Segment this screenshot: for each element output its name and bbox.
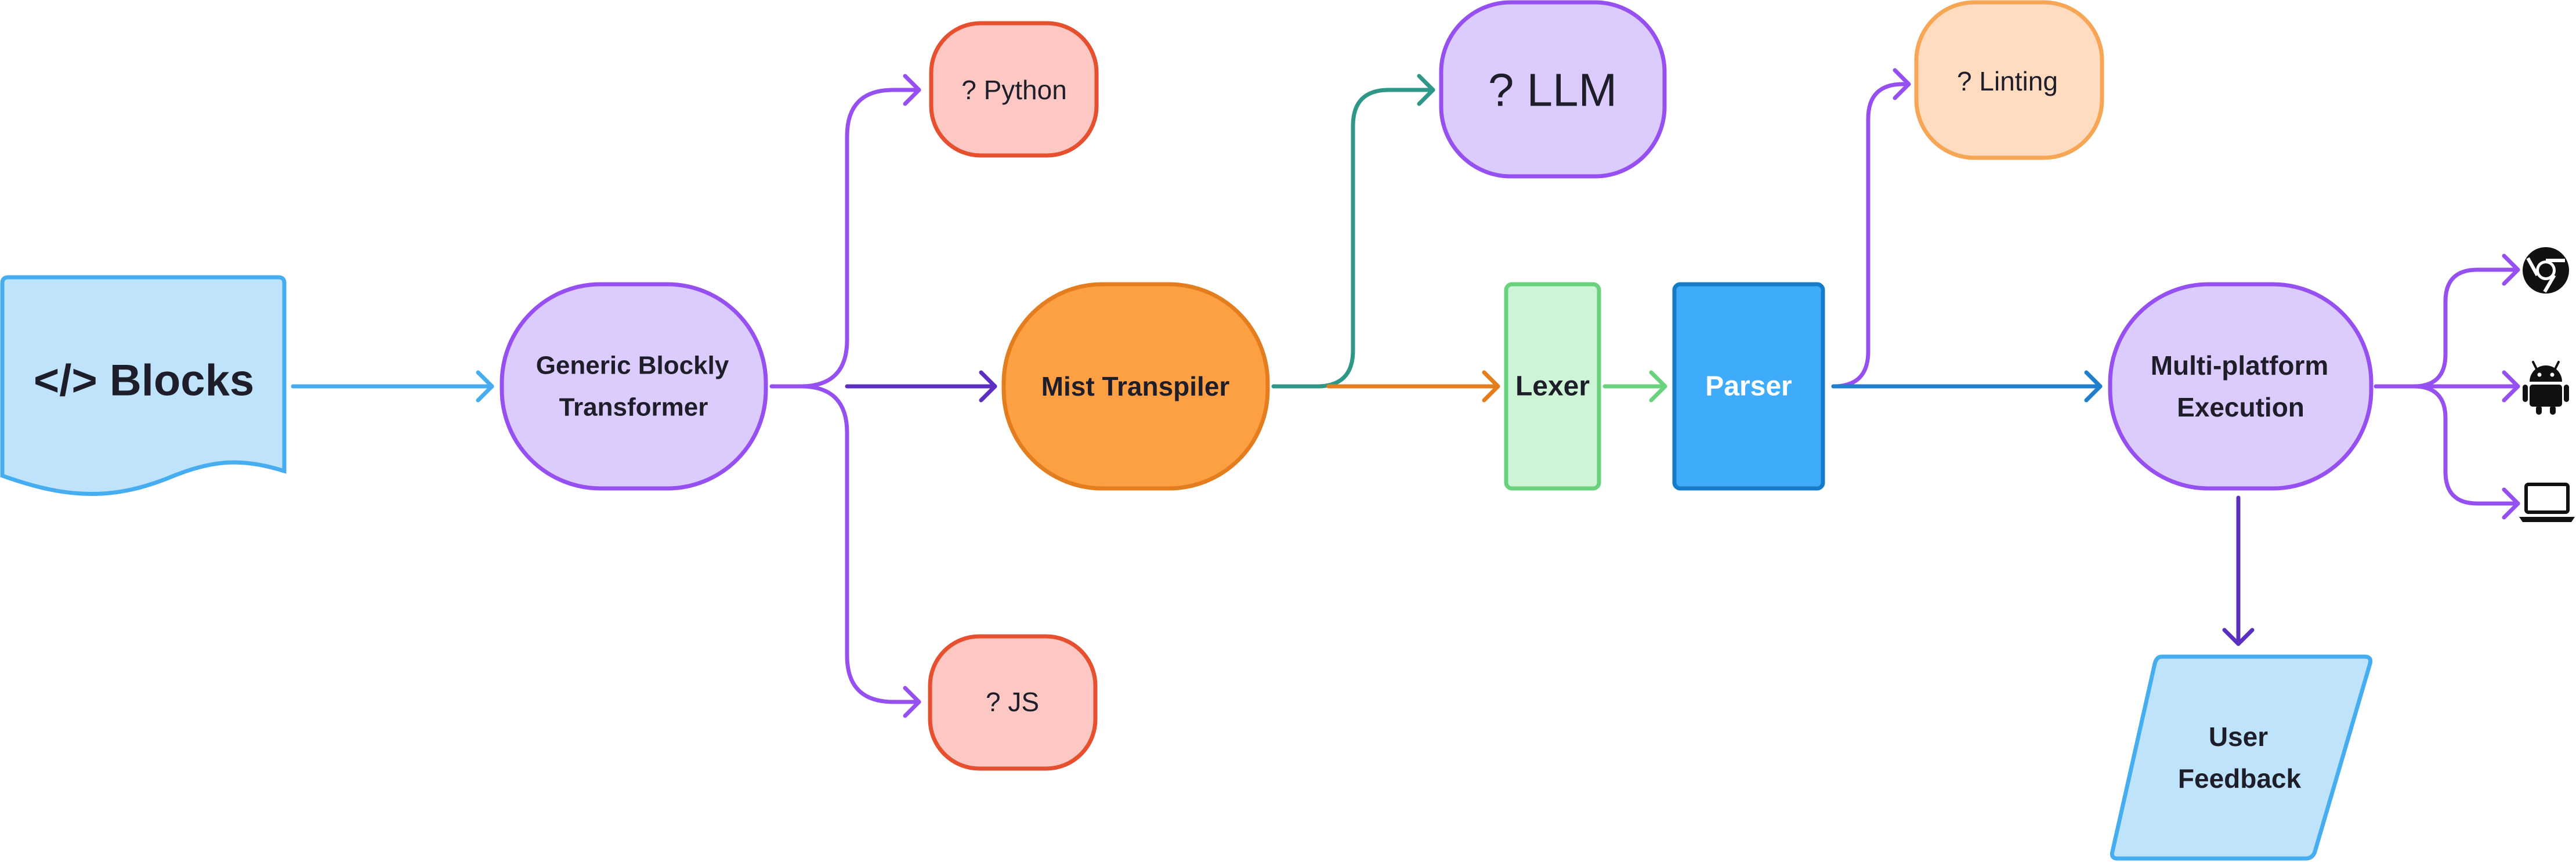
feedback-shape <box>2110 654 2373 861</box>
arrowhead <box>2502 253 2520 286</box>
node-lexer: Lexer <box>1504 282 1601 491</box>
arrow-transformer-to-js <box>798 384 921 704</box>
node-feedback: User Feedback <box>2110 654 2373 861</box>
parser-label: Parser <box>1705 371 1792 402</box>
laptop-icon <box>2519 483 2575 522</box>
node-llm: ? LLM <box>1439 0 1667 179</box>
linting-shape <box>1914 0 2104 160</box>
transformer-label-line2: Transformer <box>559 393 708 422</box>
chrome-icon <box>2523 247 2569 294</box>
llm-label: ? LLM <box>1488 64 1617 116</box>
document-shape <box>0 275 287 496</box>
transpiler-shape <box>1001 282 1270 491</box>
arrowhead <box>476 370 494 403</box>
arrowhead <box>979 370 997 403</box>
arrow-transpiler-to-llm <box>1271 88 1435 389</box>
parser-shape <box>1672 282 1825 491</box>
transpiler-label: Mist Transpiler <box>1041 371 1230 401</box>
feedback-label-line1: User <box>2209 722 2268 752</box>
execution-label-line2: Execution <box>2177 392 2304 422</box>
arrow-parser-to-linting <box>1831 82 1911 389</box>
python-shape <box>929 21 1099 158</box>
blocks-label: </> Blocks <box>34 356 254 405</box>
node-js: ? JS <box>928 634 1098 771</box>
connectors <box>291 68 2520 718</box>
node-blocks: </> Blocks <box>0 275 287 496</box>
arrowhead <box>903 686 921 718</box>
node-transpiler: Mist Transpiler <box>1001 282 1270 491</box>
arrowhead <box>1482 370 1500 403</box>
arrow-transformer-to-python <box>769 88 921 389</box>
linting-label: ? Linting <box>1957 66 2058 96</box>
arrow-execution-to-laptop <box>2411 384 2520 506</box>
node-parser: Parser <box>1672 282 1825 491</box>
transformer-shape <box>500 282 768 491</box>
arrowhead <box>2084 370 2103 403</box>
llm-shape <box>1439 0 1667 179</box>
feedback-label-line2: Feedback <box>2178 763 2302 794</box>
arrowhead <box>2502 370 2520 403</box>
execution-label-line1: Multi-platform <box>2151 350 2329 381</box>
arrowhead <box>2222 628 2255 646</box>
arrowhead <box>903 74 921 106</box>
android-icon <box>2523 361 2569 415</box>
transformer-label-line1: Generic Blockly <box>536 352 729 380</box>
python-label: ? Python <box>961 75 1067 105</box>
node-linting: ? Linting <box>1914 0 2104 160</box>
arrowhead <box>1893 68 1911 100</box>
js-label: ? JS <box>986 687 1039 717</box>
node-execution: Multi-platform Execution <box>2108 282 2374 491</box>
node-python: ? Python <box>929 21 1099 158</box>
arrowhead <box>2502 487 2520 520</box>
arrow-execution-to-chrome <box>2374 267 2520 389</box>
execution-shape <box>2108 282 2374 491</box>
node-transformer: Generic Blockly Transformer <box>500 282 768 491</box>
js-shape <box>928 634 1098 771</box>
lexer-shape <box>1504 282 1601 491</box>
lexer-label: Lexer <box>1515 371 1590 402</box>
arrowhead <box>1649 370 1667 403</box>
arrowhead <box>1417 74 1435 106</box>
